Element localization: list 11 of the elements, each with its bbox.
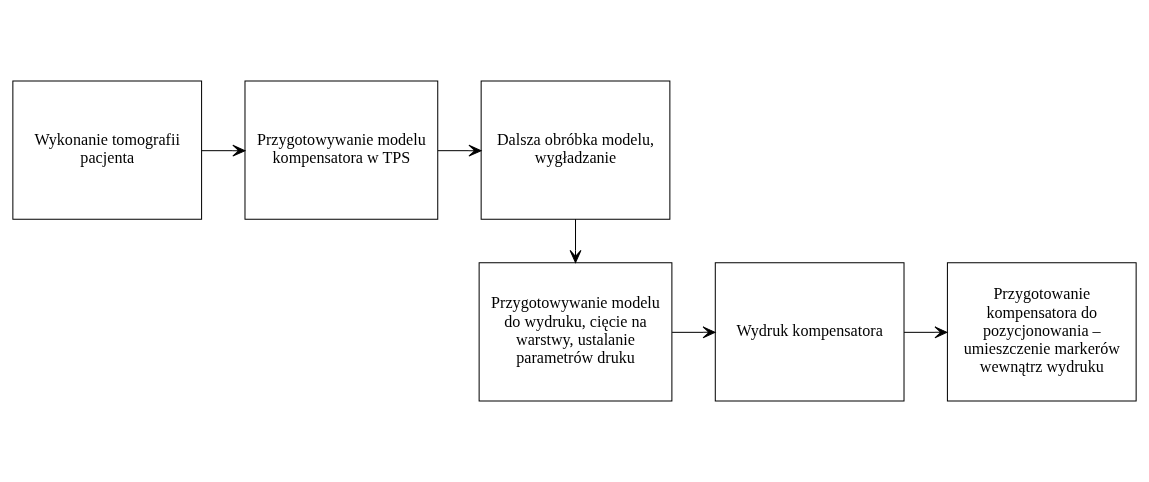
node-box: Przygotowanie kompensatora do pozycjonowania – umieszczenie markerów wewnątrz wydruku: [946, 262, 1137, 402]
arrow: [201, 144, 246, 157]
arrow: [437, 144, 482, 157]
node-box: Dalsza obróbka modelu, wygładzanie: [480, 80, 671, 220]
node-box: Przygotowywanie modelu do wydruku, cięcie na warstwy, ustalanie parametrów druku: [478, 262, 673, 402]
arrow: [903, 326, 948, 339]
arrow: [569, 218, 582, 264]
arrow: [671, 326, 716, 339]
node-box: Wydruk kompensatora: [714, 262, 905, 402]
node-box: Przygotowywanie modelu kompensatora w TPS: [244, 80, 439, 220]
node-box: Wykonanie tomografii pacjenta: [12, 80, 203, 220]
